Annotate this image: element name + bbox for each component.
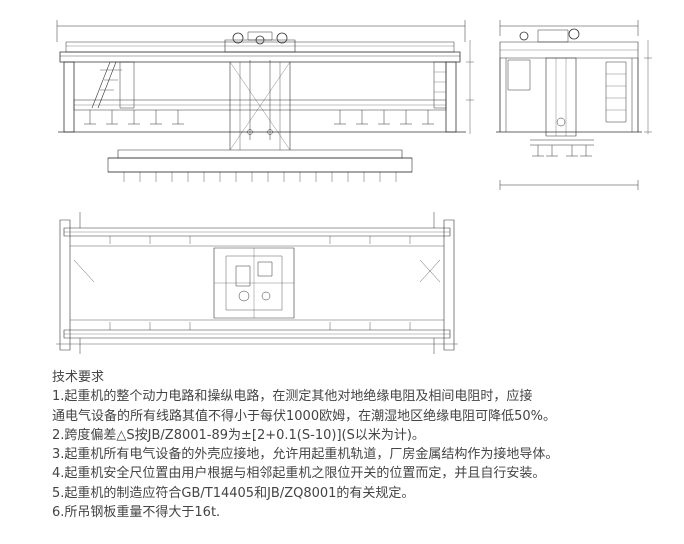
requirement-line: 2.跨度偏差△S按JB/Z8001-89为±[2+0.1(S-10)](S以米为… xyxy=(52,427,425,443)
requirement-line: 5.起重机的制造应符合GB/T14405和JB/ZQ8001的有关规定。 xyxy=(52,485,415,501)
requirement-line: 6.所吊钢板重量不得大于16t. xyxy=(52,505,221,521)
plan-view xyxy=(56,212,458,354)
technical-requirements: 技术要求 1.起重机的整个动力电路和操纵电路，在测定其他对地绝缘电阻及相间电阻时… xyxy=(52,368,677,522)
requirement-line: 4.起重机安全尺位置由用户根据与相邻起重机之限位开关的位置而定，并且自行安装。 xyxy=(52,466,546,482)
requirement-line: 3.起重机所有电气设备的外壳应接地，允许用起重机轨道，厂房金属结构作为接地导体。 xyxy=(52,447,559,463)
crane-engineering-drawing xyxy=(0,0,684,360)
requirement-line: 通电气设备的所有线路其值不得小于每伏1000欧姆，在潮湿地区绝缘电阻可降低50%… xyxy=(52,408,556,424)
front-elevation-view xyxy=(57,20,474,182)
side-elevation-view xyxy=(496,20,652,190)
technical-requirements-heading: 技术要求 xyxy=(52,370,105,385)
requirement-line: 1.起重机的整个动力电路和操纵电路，在测定其他对地绝缘电阻及相间电阻时，应接 xyxy=(52,389,533,405)
